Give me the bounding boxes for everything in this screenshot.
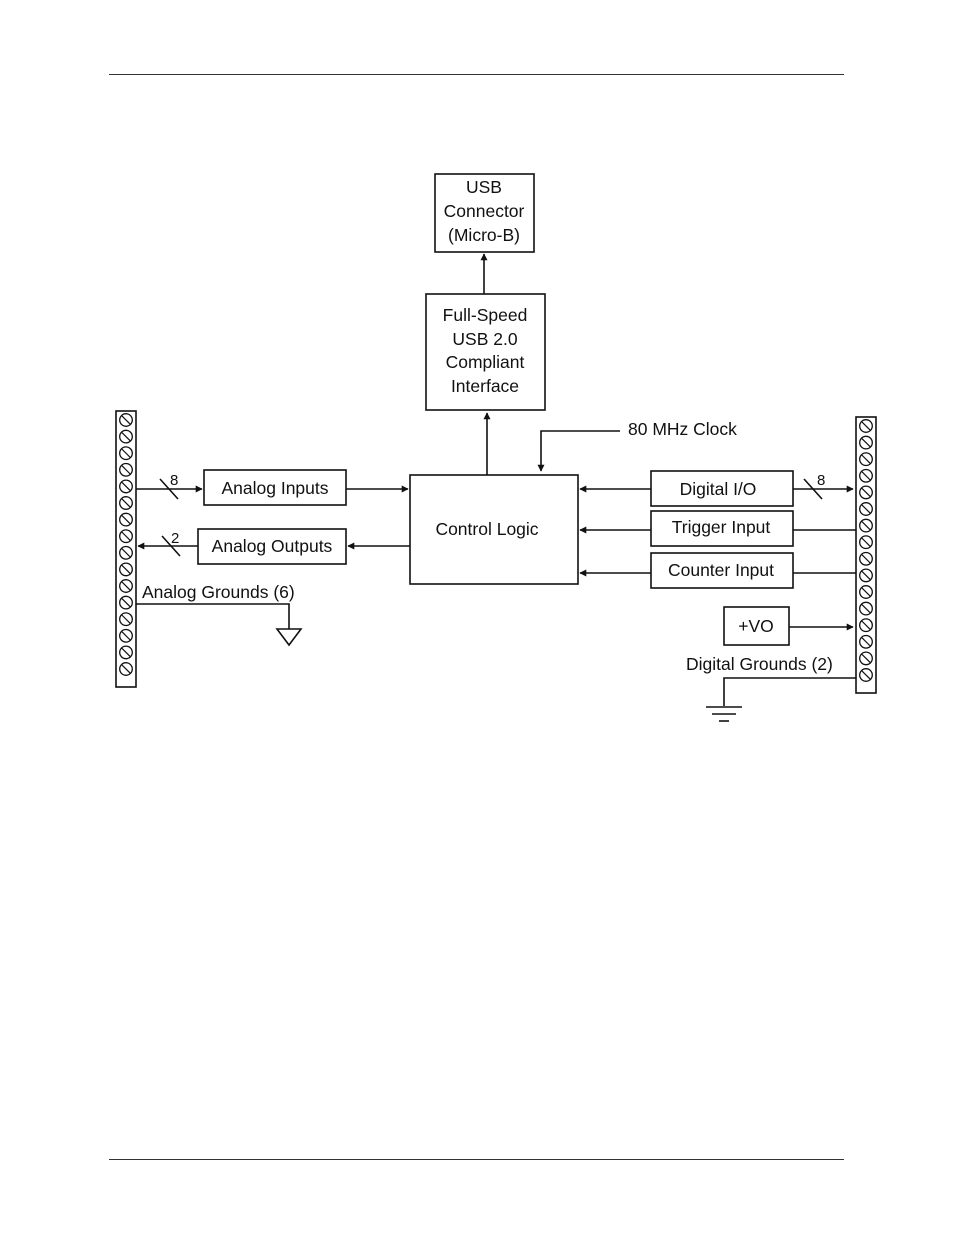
right-screw-terminal: [859, 568, 873, 583]
vo-label: +VO: [738, 616, 774, 636]
control-logic-label: Control Logic: [435, 519, 538, 539]
right-screw-terminal: [859, 601, 873, 616]
right-screw-terminal: [859, 551, 873, 566]
right-screw-terminal: [859, 419, 873, 433]
right-screw-terminal: [859, 535, 873, 550]
digital-grounds-label: Digital Grounds (2): [686, 654, 833, 674]
left-screw-terminal: [119, 429, 133, 444]
usb-connector-block: USB Connector (Micro-B): [434, 173, 535, 253]
digital-io-label: Digital I/O: [680, 479, 757, 499]
right-screw-terminal: [859, 618, 873, 633]
analog-inputs-width: 8: [170, 472, 178, 489]
analog-outputs-width: 2: [171, 530, 179, 547]
left-screw-terminal: [119, 662, 133, 676]
left-screw-terminal: [119, 579, 133, 593]
analog-inputs-bus-slash: [159, 478, 179, 500]
usb-interface-line-2: USB 2.0: [452, 329, 517, 349]
counter-input-block: Counter Input: [650, 552, 794, 589]
clock-arrow: [537, 430, 620, 472]
vo-block: +VO: [723, 606, 790, 646]
analog-outputs-label: Analog Outputs: [212, 536, 333, 556]
right-screw-terminal: [859, 468, 873, 483]
usb-interface-line-3: Compliant: [446, 352, 525, 372]
usb-interface-line-1: Full-Speed: [443, 305, 528, 325]
analog-inputs-block: Analog Inputs: [203, 469, 347, 506]
trigger-input-label: Trigger Input: [672, 517, 771, 537]
right-screw-terminal: [859, 634, 873, 649]
right-screw-terminal: [859, 585, 873, 599]
analog-ground-wire: [136, 603, 290, 629]
analog-ground-icon: [275, 628, 303, 647]
analog-grounds-label: Analog Grounds (6): [142, 582, 295, 602]
header-rule: [109, 74, 844, 75]
right-screw-terminal: [859, 485, 873, 500]
right-screw-terminal: [859, 502, 873, 516]
left-screw-terminal: [119, 462, 133, 477]
digital-io-bus-slash: [803, 478, 823, 500]
analog-inputs-label: Analog Inputs: [221, 478, 328, 498]
left-screw-terminals: [119, 413, 133, 676]
right-screw-terminal: [859, 651, 873, 666]
usb-interface-line-4: Interface: [451, 376, 519, 396]
usb-connector-line-1: USB: [466, 177, 502, 197]
left-screw-terminal: [119, 496, 133, 510]
right-screw-terminal: [859, 518, 873, 533]
right-screw-terminal: [859, 452, 873, 467]
left-terminal-strip: [115, 410, 137, 688]
digital-ground-wire: [723, 677, 856, 706]
analog-outputs-block: Analog Outputs: [197, 528, 347, 565]
analog-outputs-bus-slash: [161, 535, 181, 557]
usb-interface-block: Full-Speed USB 2.0 Compliant Interface: [425, 293, 546, 411]
left-screw-terminal: [119, 512, 133, 527]
left-screw-terminal: [119, 413, 133, 427]
left-screw-terminal: [119, 545, 133, 560]
usb-connector-line-2: Connector: [444, 201, 525, 221]
digital-io-width: 8: [817, 472, 825, 489]
right-screw-terminal: [859, 668, 873, 682]
footer-rule: [109, 1159, 844, 1160]
right-screw-terminals: [859, 419, 873, 682]
right-terminal-strip: [855, 416, 877, 694]
left-screw-terminal: [119, 645, 133, 660]
digital-io-block: Digital I/O: [650, 470, 794, 507]
left-screw-terminal: [119, 479, 133, 494]
left-screw-terminal: [119, 562, 133, 577]
right-screw-terminal: [859, 435, 873, 450]
left-screw-terminal: [119, 628, 133, 643]
clock-label: 80 MHz Clock: [628, 419, 737, 439]
left-screw-terminal: [119, 595, 133, 610]
left-screw-terminal: [119, 529, 133, 544]
digital-ground-icon: [706, 706, 742, 722]
left-screw-terminal: [119, 446, 133, 461]
left-screw-terminal: [119, 612, 133, 627]
control-logic-block: Control Logic: [409, 474, 579, 585]
counter-input-label: Counter Input: [668, 560, 774, 580]
usb-connector-line-3: (Micro-B): [448, 225, 520, 245]
trigger-input-block: Trigger Input: [650, 510, 794, 547]
